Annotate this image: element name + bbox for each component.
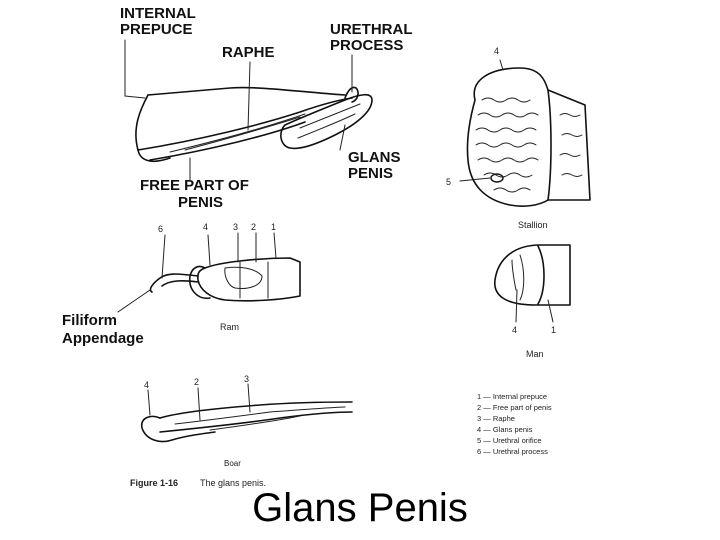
ram-number-3: 3 bbox=[233, 222, 238, 232]
label-filiform-line1: Filiform bbox=[62, 312, 117, 329]
label-glans-penis-line1: GLANS bbox=[348, 149, 401, 166]
boar-caption: Boar bbox=[224, 459, 241, 468]
ram-number-2: 2 bbox=[251, 222, 256, 232]
label-filiform-line2: Appendage bbox=[62, 330, 144, 347]
man-number-1: 1 bbox=[551, 325, 556, 335]
stallion-number-5: 5 bbox=[446, 177, 451, 187]
boar-number-4: 4 bbox=[144, 380, 149, 390]
label-free-part-line2: PENIS bbox=[178, 194, 223, 211]
man-drawing: 4 1 Man bbox=[495, 245, 570, 359]
man-number-4: 4 bbox=[512, 325, 517, 335]
stallion-drawing: 4 5 Stallion bbox=[446, 46, 590, 230]
label-raphe: RAPHE bbox=[222, 44, 275, 61]
legend-item: 3 — Raphe bbox=[477, 414, 515, 423]
ram-number-4: 4 bbox=[203, 222, 208, 232]
label-internal-prepuce-line1: INTERNAL bbox=[120, 5, 196, 22]
label-urethral-process-line1: URETHRAL bbox=[330, 21, 413, 38]
stallion-caption: Stallion bbox=[518, 220, 548, 230]
label-internal-prepuce-line2: PREPUCE bbox=[120, 21, 193, 38]
numbered-legend: 1 — Internal prepuce 2 — Free part of pe… bbox=[477, 392, 552, 456]
boar-number-3: 3 bbox=[244, 374, 249, 384]
legend-item: 1 — Internal prepuce bbox=[477, 392, 547, 401]
stallion-number-4: 4 bbox=[494, 46, 499, 56]
label-urethral-process-line2: PROCESS bbox=[330, 37, 403, 54]
bull-penis-drawing: INTERNAL PREPUCE RAPHE URETHRAL PROCESS … bbox=[120, 5, 413, 211]
boar-drawing: 4 2 3 Boar bbox=[142, 374, 352, 468]
ram-number-1: 1 bbox=[271, 222, 276, 232]
label-free-part-line1: FREE PART OF bbox=[140, 177, 249, 194]
legend-item: 6 — Urethral process bbox=[477, 447, 548, 456]
label-glans-penis-line2: PENIS bbox=[348, 165, 393, 182]
legend-item: 4 — Glans penis bbox=[477, 425, 533, 434]
slide-title: Glans Penis bbox=[0, 488, 720, 528]
ram-number-6: 6 bbox=[158, 224, 163, 234]
man-caption: Man bbox=[526, 349, 544, 359]
ram-caption: Ram bbox=[220, 322, 239, 332]
boar-number-2: 2 bbox=[194, 377, 199, 387]
legend-item: 5 — Urethral orifice bbox=[477, 436, 542, 445]
legend-item: 2 — Free part of penis bbox=[477, 403, 552, 412]
figure-caption-number: Figure 1-16 bbox=[130, 478, 178, 488]
ram-drawing: 6 4 3 2 1 Ram Filiform Appendage bbox=[62, 222, 300, 347]
